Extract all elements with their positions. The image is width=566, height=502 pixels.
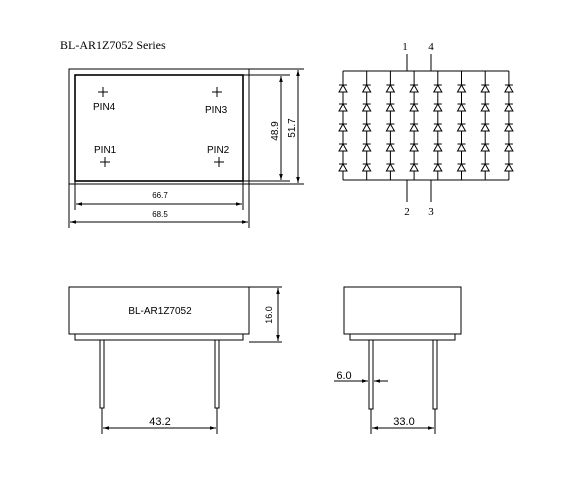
pin1-marker	[100, 157, 110, 167]
led-diode	[480, 102, 491, 112]
led-diode	[409, 83, 419, 93]
side-view: 6.0 33.0	[334, 286, 462, 434]
led-diode	[338, 102, 348, 112]
side-pin-left	[368, 339, 374, 410]
led-diode	[480, 162, 491, 172]
inner-width-label: 66.7	[152, 191, 168, 200]
led-diode	[504, 142, 514, 152]
led-diode	[361, 142, 372, 152]
front-pin-spacing-label: 43.2	[149, 416, 170, 428]
led-diode	[361, 83, 372, 93]
outer-height-label: 51.7	[287, 118, 298, 138]
height-dimension: 48.9 51.7	[243, 68, 304, 185]
led-diode	[456, 162, 467, 172]
led-diode	[385, 162, 396, 172]
led-diode	[480, 83, 491, 93]
pin-label-2: 2	[404, 206, 410, 218]
led-diode	[504, 162, 514, 172]
led-diode	[504, 102, 514, 112]
led-diode	[432, 122, 443, 132]
led-diode	[456, 122, 467, 132]
side-pin-offset-label: 6.0	[336, 370, 351, 382]
pin3-marker	[212, 87, 222, 97]
pin-label-4: 4	[428, 41, 434, 53]
inner-height-label: 48.9	[270, 121, 281, 141]
led-diode	[432, 102, 443, 112]
diode-grid	[338, 54, 514, 202]
led-diode	[385, 142, 396, 152]
top-view: PIN4 PIN3 PIN1 PIN2 48.9 51.7 66.7 68.5	[68, 68, 304, 228]
led-diode	[385, 122, 396, 132]
led-diode	[432, 83, 443, 93]
pin4-marker	[98, 87, 108, 97]
side-pin-right	[432, 339, 438, 410]
led-diode	[504, 83, 514, 93]
led-diode	[361, 122, 372, 132]
led-diode	[456, 142, 467, 152]
front-pin-left	[99, 339, 105, 409]
led-diode	[432, 142, 443, 152]
drawing-title: BL-AR1Z7052 Series	[60, 38, 166, 52]
led-diode	[480, 122, 491, 132]
led-diode	[338, 162, 348, 172]
outer-width-label: 68.5	[152, 210, 168, 219]
led-diode	[338, 142, 348, 152]
led-diode	[338, 83, 348, 93]
top-view-inner-body	[74, 74, 244, 182]
side-view-body	[343, 286, 462, 341]
led-diode	[361, 162, 372, 172]
led-diode	[409, 162, 419, 172]
front-part-label: BL-AR1Z7052	[128, 306, 192, 317]
pin-label-1: 1	[402, 41, 408, 53]
front-view-body	[68, 286, 250, 341]
led-diode	[409, 122, 419, 132]
led-diode	[456, 83, 467, 93]
led-diode	[385, 102, 396, 112]
side-pin-spacing-label: 33.0	[393, 416, 414, 428]
led-diode	[338, 122, 348, 132]
led-diode	[480, 142, 491, 152]
led-diode	[361, 102, 372, 112]
pin-label-3: 3	[428, 206, 434, 218]
led-schematic: 1 4 2 3	[338, 41, 514, 218]
led-diode	[385, 83, 396, 93]
led-diode	[456, 102, 467, 112]
pin2-marker	[214, 157, 224, 167]
led-diode	[409, 142, 419, 152]
width-dimension: 66.7 68.5	[68, 181, 250, 228]
front-pin-right	[214, 339, 220, 409]
front-view: BL-AR1Z7052 16.0 43.2	[68, 286, 282, 434]
led-diode	[432, 162, 443, 172]
led-diode	[409, 102, 419, 112]
front-height-label: 16.0	[264, 306, 274, 324]
pin4-label: PIN4	[93, 102, 116, 113]
pin2-label: PIN2	[207, 145, 230, 156]
led-diode	[504, 122, 514, 132]
pin3-label: PIN3	[205, 105, 228, 116]
top-view-outer-body	[68, 68, 250, 185]
pin1-label: PIN1	[94, 145, 117, 156]
